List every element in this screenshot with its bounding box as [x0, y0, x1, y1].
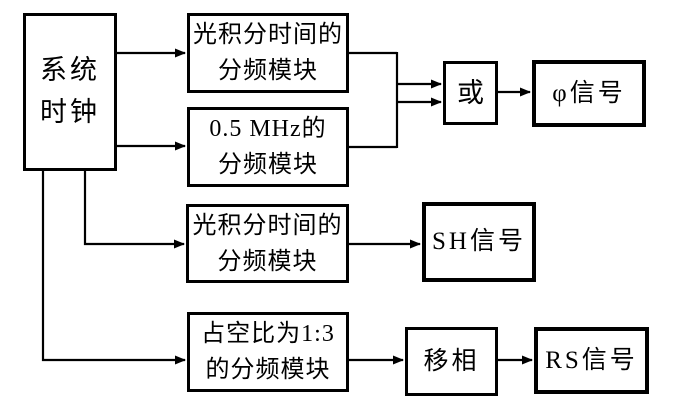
node-rs-signal: RS信号	[534, 327, 649, 394]
node-system-clock-line1: 系统	[40, 55, 100, 86]
node-optical-integration-divider-mid: 光积分时间的 分频模块	[186, 204, 349, 283]
node-system-clock: 系统 时钟	[23, 13, 117, 171]
node-or-gate: 或	[443, 61, 498, 125]
node-05mhz-divider-line1: 0.5 MHz的	[209, 116, 327, 142]
node-or-gate-label: 或	[457, 77, 484, 108]
node-duty-cycle-divider: 占空比为1:3 的分频模块	[187, 312, 349, 392]
wire-sysclock-to-mod-opt-mid	[83, 169, 185, 249]
node-phase-shift-label: 移相	[423, 347, 480, 375]
node-optical-integration-divider-mid-line1: 光积分时间的	[192, 212, 343, 239]
node-optical-integration-divider-mid-line2: 分频模块	[217, 248, 318, 275]
node-optical-integration-divider-top-line1: 光积分时间的	[193, 22, 343, 48]
node-system-clock-line2: 时钟	[40, 97, 100, 127]
node-optical-integration-divider-top-line2: 分频模块	[218, 58, 318, 84]
node-phase-shift: 移相	[405, 327, 498, 396]
node-05mhz-divider: 0.5 MHz的 分频模块	[187, 107, 349, 187]
node-05mhz-divider-line2: 分频模块	[218, 152, 318, 178]
node-duty-cycle-divider-line1: 占空比为1:3	[201, 321, 335, 347]
node-duty-cycle-divider-line2: 的分频模块	[205, 357, 331, 383]
node-rs-signal-label: RS信号	[545, 346, 638, 374]
wire-sysclock-to-mod-duty	[41, 169, 186, 365]
node-phi-signal: φ信号	[532, 60, 646, 127]
node-optical-integration-divider-top: 光积分时间的 分频模块	[187, 13, 349, 93]
node-phi-signal-label: φ信号	[552, 79, 626, 107]
node-sh-signal: SH信号	[422, 202, 536, 282]
node-sh-signal-label: SH信号	[432, 228, 526, 256]
